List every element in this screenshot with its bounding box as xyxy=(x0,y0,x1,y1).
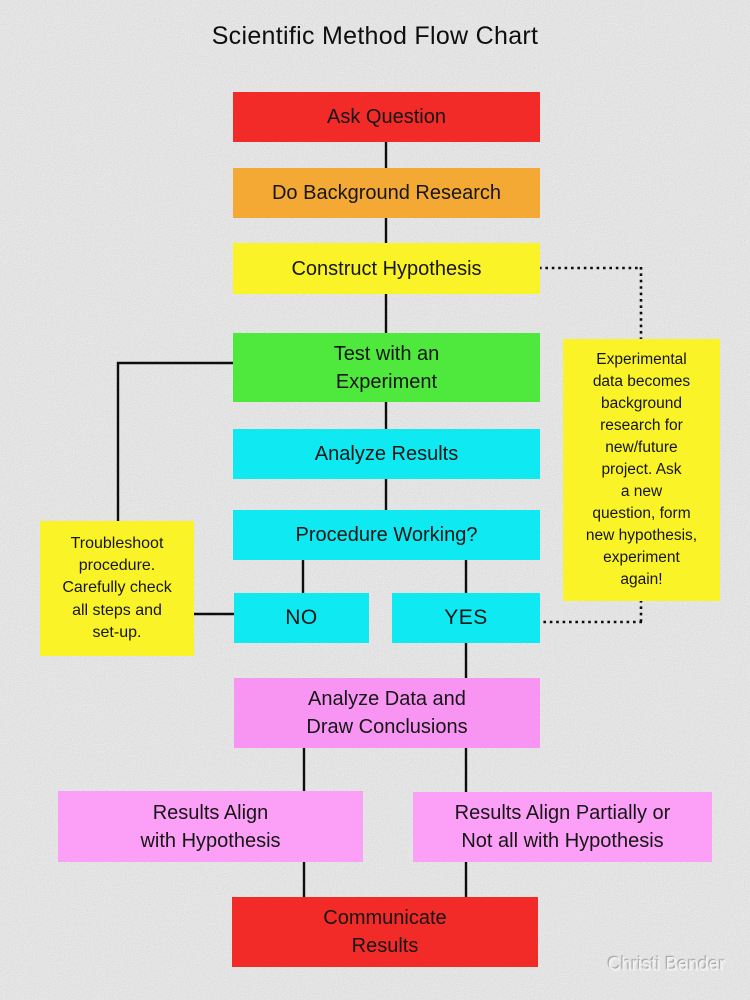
node-ask-question-label: Ask Question xyxy=(327,106,446,128)
node-yes-label: YES xyxy=(444,606,488,629)
node-analyze-data-label: Analyze Data and Draw Conclusions xyxy=(306,688,468,738)
node-ask-question: Ask Question xyxy=(233,92,540,142)
node-communicate-results: Communicate Results xyxy=(232,897,538,967)
note-troubleshoot-label: Troubleshoot procedure. Carefully check … xyxy=(62,535,172,641)
node-results-partial: Results Align Partially or Not all with … xyxy=(413,792,712,862)
node-test-experiment: Test with an Experiment xyxy=(233,333,540,402)
node-analyze-results: Analyze Results xyxy=(233,429,540,479)
artist-credit: Christi Bender xyxy=(607,953,725,974)
node-background-research: Do Background Research xyxy=(233,168,540,218)
node-no: NO xyxy=(234,593,369,643)
node-construct-hypothesis-label: Construct Hypothesis xyxy=(291,257,482,280)
node-background-research-label: Do Background Research xyxy=(271,182,501,204)
node-no-label: NO xyxy=(285,606,318,629)
node-results-align-label: Results Align with Hypothesis xyxy=(140,801,281,852)
page-title: Scientific Method Flow Chart xyxy=(211,22,539,50)
node-yes: YES xyxy=(392,593,540,643)
node-communicate-results-label: Communicate Results xyxy=(323,907,447,957)
node-test-experiment-label: Test with an Experiment xyxy=(333,342,440,393)
note-experimental-data: Experimental data becomes background res… xyxy=(563,339,720,601)
node-construct-hypothesis: Construct Hypothesis xyxy=(233,243,540,294)
node-results-partial-label: Results Align Partially or Not all with … xyxy=(454,802,671,852)
dotted-connectors xyxy=(539,266,643,624)
node-analyze-results-label: Analyze Results xyxy=(314,443,459,465)
node-analyze-data: Analyze Data and Draw Conclusions xyxy=(234,678,540,748)
node-results-align: Results Align with Hypothesis xyxy=(58,791,363,862)
note-experimental-data-label: Experimental data becomes background res… xyxy=(585,351,698,588)
node-procedure-working: Procedure Working? xyxy=(233,510,540,560)
note-troubleshoot: Troubleshoot procedure. Carefully check … xyxy=(40,521,194,656)
node-procedure-working-label: Procedure Working? xyxy=(295,524,478,546)
